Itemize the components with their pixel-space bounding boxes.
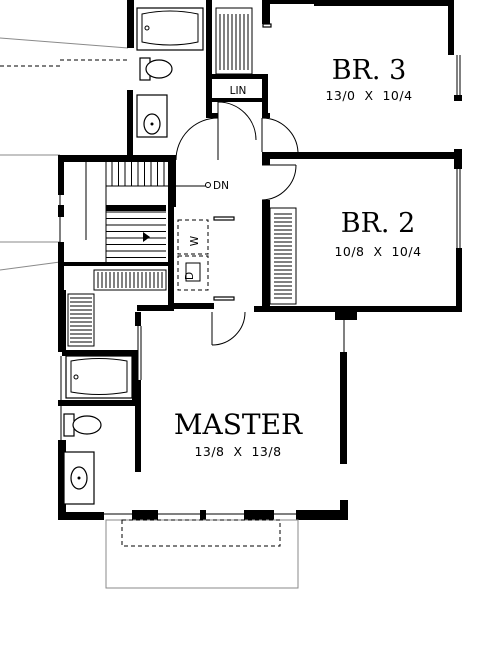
doors	[175, 23, 299, 346]
balcony	[105, 519, 299, 589]
room-dims-br3: 13/0 X 10/4	[325, 88, 412, 103]
bath-master	[63, 355, 133, 505]
window-lines	[59, 55, 461, 515]
room-name-br2: BR. 2	[341, 208, 416, 239]
closets	[67, 7, 297, 347]
room-dims-master: 13/8 X 13/8	[194, 444, 281, 459]
bath-top	[136, 7, 204, 138]
room-name-master: MASTER	[174, 408, 303, 441]
washer-label: W	[189, 235, 201, 246]
exterior-lines	[0, 4, 454, 271]
room-name-br3: BR. 3	[332, 55, 407, 86]
walls	[58, 0, 462, 520]
stair-down-label: DN	[213, 180, 229, 192]
linen-label: LIN	[230, 85, 247, 97]
stair	[85, 162, 211, 262]
room-dims-br2: 10/8 X 10/4	[334, 244, 421, 259]
dryer-label: D	[184, 272, 196, 280]
laundry	[177, 219, 209, 291]
